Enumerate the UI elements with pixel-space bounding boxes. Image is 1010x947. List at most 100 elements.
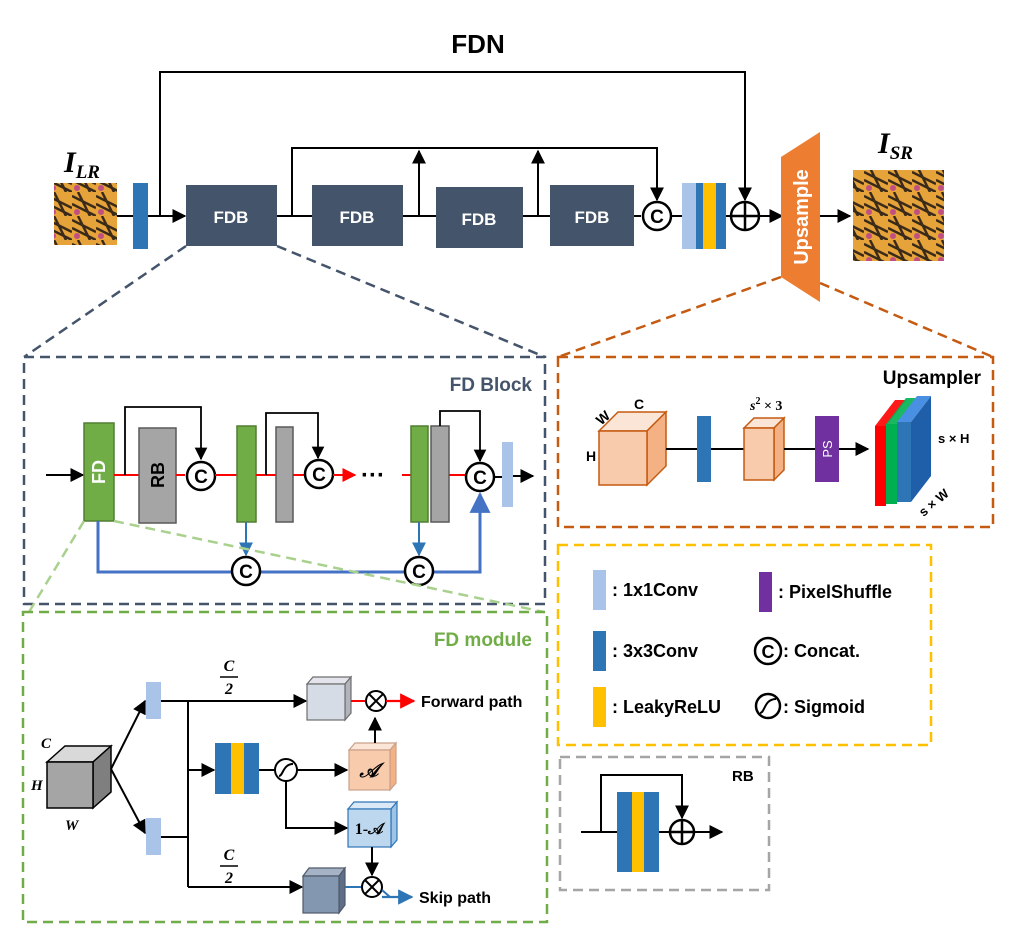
svg-text:C: C xyxy=(194,467,208,488)
svg-text:2: 2 xyxy=(224,681,233,698)
rb-unit-3 xyxy=(430,425,450,523)
input-image xyxy=(54,183,117,245)
fd-bottom-split-cube xyxy=(301,866,347,915)
legend-pixelshuffle: : PixelShuffle xyxy=(759,572,892,612)
up-sxh-label: s × H xyxy=(938,431,969,446)
svg-text:C: C xyxy=(224,847,235,864)
top-conv3x3 xyxy=(133,183,148,249)
upsample-block: Upsample xyxy=(781,132,820,302)
svg-text:: 1x1Conv: : 1x1Conv xyxy=(612,580,698,600)
sigmoid-node xyxy=(274,758,298,782)
collect-line xyxy=(291,147,664,216)
up-h-label: H xyxy=(586,448,596,464)
legend-frame xyxy=(556,543,933,747)
title: FDN xyxy=(451,29,504,59)
svg-text:: PixelShuffle: : PixelShuffle xyxy=(778,582,892,602)
legend-sigmoid: : Sigmoid xyxy=(754,692,865,720)
up-output-stack xyxy=(875,396,931,506)
up-s2x3-label: s2 × 3 xyxy=(749,396,782,414)
legend-leakyrelu: : LeakyReLU xyxy=(593,687,721,727)
ellipsis: ··· xyxy=(361,462,385,489)
svg-text:FDB: FDB xyxy=(462,210,497,229)
up-sxw-label: s × W xyxy=(916,485,952,519)
upsampler-frame xyxy=(556,355,995,529)
fd-conv1x1-top xyxy=(146,682,161,719)
mul-top xyxy=(365,690,387,712)
fdb-4: FDB xyxy=(550,185,634,246)
fd-w-label: W xyxy=(65,818,80,834)
one-minus-a-cube: 1-𝒜 xyxy=(346,800,399,849)
svg-text:C: C xyxy=(762,642,775,662)
rb-add xyxy=(668,818,696,846)
svg-text:: 3x3Conv: : 3x3Conv xyxy=(612,641,698,661)
fdblock-conv1x1 xyxy=(502,442,513,507)
skip-concat-1: C xyxy=(230,555,262,587)
svg-text:C: C xyxy=(312,465,326,486)
top-add xyxy=(729,200,761,232)
fd-h-label: H xyxy=(30,778,44,794)
fd-input-cube xyxy=(45,744,113,810)
fdblock-concat-2: C xyxy=(303,458,335,490)
svg-text:: Concat.: : Concat. xyxy=(783,641,860,661)
svg-text:Upsample: Upsample xyxy=(791,169,813,265)
fd-unit-2 xyxy=(236,425,257,523)
fdb-1: FDB xyxy=(186,185,277,246)
fd-unit-1: FD xyxy=(83,422,115,522)
rb-frame xyxy=(558,755,771,892)
fd-c-label: C xyxy=(41,736,52,752)
fdblock-concat-3: C xyxy=(464,461,496,493)
rb-box-title: RB xyxy=(732,768,754,785)
forward-path-label: Forward path xyxy=(421,694,522,711)
top-conv-stack xyxy=(682,183,726,249)
svg-text:: Sigmoid: : Sigmoid xyxy=(783,697,865,717)
legend-concat: C : Concat. xyxy=(753,636,860,666)
up-input-cube xyxy=(597,410,668,487)
upsampler-title: Upsampler xyxy=(883,368,982,389)
svg-text:FD: FD xyxy=(89,460,109,484)
fd-unit-3 xyxy=(410,425,429,523)
svg-text:C: C xyxy=(239,562,253,583)
svg-text:C: C xyxy=(412,562,426,583)
output-label: ISR xyxy=(877,127,913,164)
svg-text:C: C xyxy=(224,658,235,675)
mul-bottom xyxy=(361,876,383,898)
legend-conv1x1: : 1x1Conv xyxy=(593,570,698,610)
svg-text:C: C xyxy=(650,207,664,228)
input-label: ILR xyxy=(63,146,100,183)
fdblock-skip xyxy=(96,491,491,574)
legend-conv3x3: : 3x3Conv xyxy=(593,631,698,671)
svg-text:PS: PS xyxy=(820,440,835,458)
fd-conv1x1-bottom xyxy=(146,818,161,855)
fdb-3: FDB xyxy=(436,187,523,248)
up-mid-cube xyxy=(742,416,786,482)
fdblock-concat-1: C xyxy=(185,460,217,492)
svg-text:C: C xyxy=(473,468,487,489)
a-cube: 𝒜 xyxy=(347,741,398,792)
pixelshuffle-block: PS xyxy=(815,416,839,482)
fdb-2: FDB xyxy=(312,185,403,246)
output-image xyxy=(853,170,944,261)
svg-text:2: 2 xyxy=(224,870,233,887)
rb-unit-1: RB xyxy=(138,427,177,524)
skip-concat-2: C xyxy=(403,555,435,587)
svg-text:RB: RB xyxy=(148,462,168,488)
skip-path-label: Skip path xyxy=(419,890,491,907)
rb-unit-2 xyxy=(275,426,294,523)
global-skip xyxy=(159,71,752,216)
svg-text:FDB: FDB xyxy=(340,208,375,227)
fd-block-frame xyxy=(22,355,547,606)
svg-text:FDB: FDB xyxy=(214,208,249,227)
rb-conv-stack xyxy=(617,792,659,872)
up-conv3x3 xyxy=(697,416,711,482)
fd-block-title: FD Block xyxy=(450,375,533,396)
fd-module-title: FD module xyxy=(434,630,532,651)
fd-mid-conv-stack xyxy=(215,743,259,794)
up-c-label: C xyxy=(634,396,644,412)
svg-text:FDB: FDB xyxy=(575,208,610,227)
top-concat: C xyxy=(641,200,673,232)
svg-text:: LeakyReLU: : LeakyReLU xyxy=(612,697,721,717)
fd-module-frame xyxy=(21,610,549,924)
svg-text:1-𝒜: 1-𝒜 xyxy=(355,821,386,838)
fd-top-split-cube xyxy=(305,675,353,722)
